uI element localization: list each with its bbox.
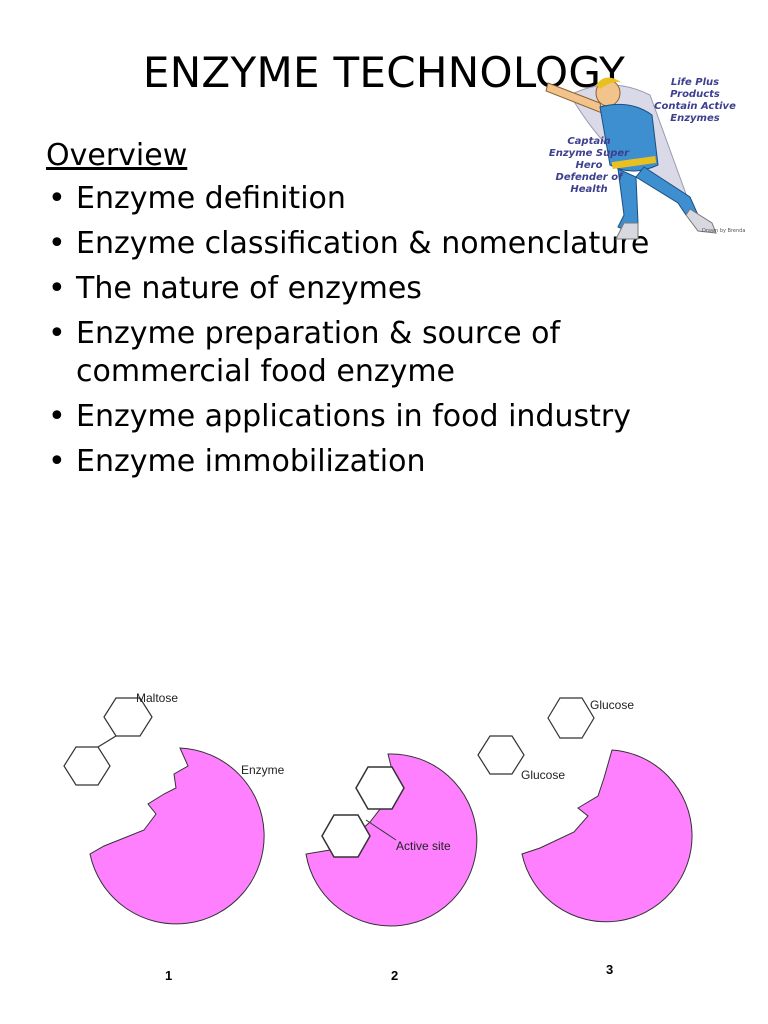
label-glucose-left: Glucose <box>521 768 566 782</box>
bullet-item: Enzyme applications in food industry <box>46 398 686 436</box>
maltose-hexagon-2a <box>355 766 405 810</box>
bullet-item: Enzyme preparation & source of commercia… <box>46 315 686 391</box>
enzyme-shape-1 <box>89 747 265 925</box>
page-title: ENZYME TECHNOLOGY <box>142 48 626 97</box>
enzyme-shape-2 <box>305 753 478 927</box>
hero-caption-top: Life Plus Products Contain Active Enzyme… <box>654 77 736 124</box>
active-site-pointer <box>365 819 397 841</box>
enzyme-reaction-diagram <box>63 697 693 927</box>
overview-heading: Overview <box>46 138 188 173</box>
captain-enzyme-illustration <box>545 77 717 240</box>
bullet-list: Enzyme definition Enzyme classification … <box>46 180 686 488</box>
bullet-item: Enzyme definition <box>46 180 686 218</box>
hero-boot <box>615 222 639 240</box>
glucose-hexagon-3b <box>477 735 525 775</box>
label-enzyme: Enzyme <box>241 763 285 777</box>
bullet-item: Enzyme classification & nomenclature <box>46 225 686 263</box>
label-active-site: Active site <box>396 839 451 853</box>
glycosidic-bond <box>97 735 117 748</box>
hero-credit: Drawn by Brenda <box>702 228 746 234</box>
step-number-1: 1 <box>165 968 173 983</box>
step-number-3: 3 <box>606 962 614 977</box>
hero-boot <box>685 208 717 234</box>
label-glucose-top: Glucose <box>590 698 635 712</box>
bullet-item: Enzyme immobilization <box>46 443 686 481</box>
glucose-hexagon-3a <box>547 697 595 739</box>
maltose-hexagon-2b <box>321 814 371 858</box>
maltose-hexagon-1b <box>63 746 111 786</box>
label-maltose: Maltose <box>136 691 179 705</box>
bullet-item: The nature of enzymes <box>46 270 686 308</box>
hero-hair <box>596 77 622 89</box>
enzyme-shape-3 <box>521 749 693 923</box>
hero-torso <box>599 103 659 172</box>
hero-caption-mid: Captain Enzyme Super Hero Defender of He… <box>548 136 630 195</box>
hero-belt <box>611 155 657 170</box>
step-number-2: 2 <box>391 968 399 983</box>
